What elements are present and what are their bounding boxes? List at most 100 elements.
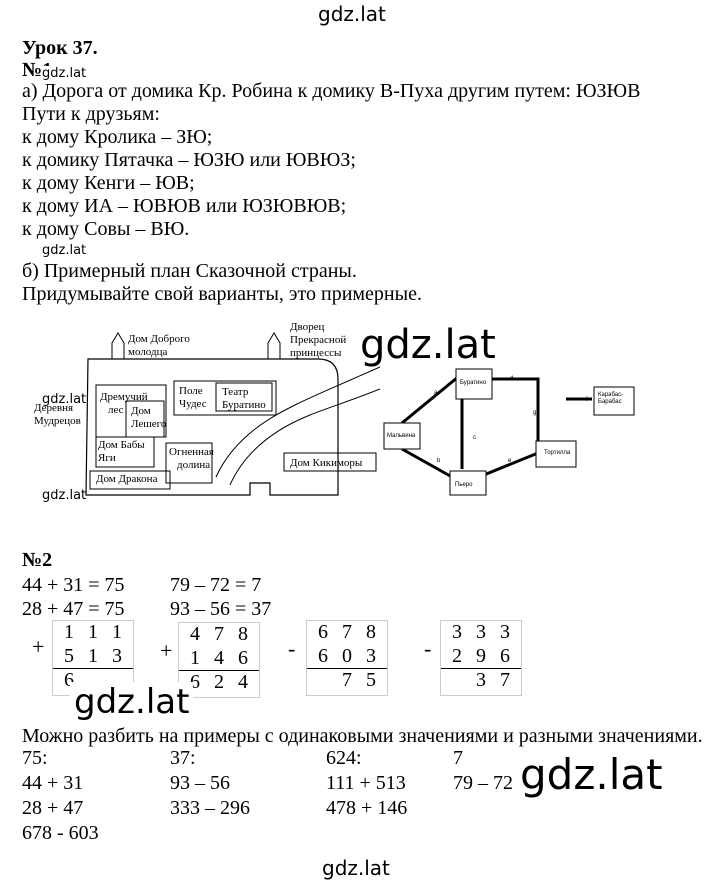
path-item: к дому Совы – ВЮ. xyxy=(22,218,190,240)
lesson-title: Урок 37. xyxy=(22,37,98,59)
digit-cell: 3 xyxy=(366,645,376,667)
fairy-land-plan xyxy=(85,332,380,496)
task1-intro: Пути к друзьям: xyxy=(22,103,160,125)
digit-cell: 7 xyxy=(342,621,352,643)
plan-dom-kikimory: Дом Кикиморы xyxy=(290,457,363,469)
digit-cell: 6 xyxy=(64,669,74,691)
digit-cell: 3 xyxy=(500,621,510,643)
watermark-bottom: gdz.lat xyxy=(322,856,390,880)
graph-edge-label: g xyxy=(533,410,537,416)
digit-cell: 5 xyxy=(366,669,376,691)
digit-cell: 6 xyxy=(190,671,200,693)
equation: 79 – 72 = 7 xyxy=(170,574,262,596)
task1-line-b2: Придумывайте свой варианты, это примерны… xyxy=(22,283,422,305)
path-item: к дому Кролика – ЗЮ; xyxy=(22,126,213,148)
task2-conclusion: Можно разбить на примеры с одинаковыми з… xyxy=(22,725,703,747)
digit-cell: 4 xyxy=(214,647,224,669)
digit-cell xyxy=(311,669,335,693)
operator-sign: - xyxy=(288,636,296,661)
digit-cell: 1 xyxy=(88,621,98,643)
digit-cell: 3 xyxy=(112,645,122,667)
digit-cell: 4 xyxy=(238,671,248,693)
digit-cell: 3 xyxy=(476,669,486,691)
watermark-small: gdz.lat xyxy=(42,243,87,258)
group-item: 28 + 47 xyxy=(22,797,84,819)
graph-node: Карабас-Барабас xyxy=(598,392,624,405)
graph-node: Пьеро xyxy=(455,482,473,488)
path-item: к домику Пятачка – ЮЗЮ или ЮВЮЗ; xyxy=(22,149,356,171)
equation: 28 + 47 = 75 xyxy=(22,598,125,620)
digit-cell: 8 xyxy=(238,623,248,645)
group-item: 79 – 72 xyxy=(453,772,513,794)
group-item: 44 + 31 xyxy=(22,772,84,794)
group-item: 111 + 513 xyxy=(326,772,406,794)
digit-cell: 3 xyxy=(476,621,486,643)
digit-cell xyxy=(445,669,469,693)
digit-cell: 2 xyxy=(452,645,462,667)
digit-cell: 4 xyxy=(190,623,200,645)
digit-cell: 7 xyxy=(342,669,352,691)
task1-line-b: б) Примерный план Сказочной страны. xyxy=(22,260,357,282)
group-head: 37: xyxy=(170,747,196,769)
equation: 93 – 56 = 37 xyxy=(170,598,272,620)
group-head: 624: xyxy=(326,747,362,769)
graph-node: Тортилла xyxy=(544,450,571,456)
group-item: 93 – 56 xyxy=(170,772,230,794)
digit-cell: 1 xyxy=(88,645,98,667)
path-item: к дому ИА – ЮВЮВ или ЮЗЮВЮВ; xyxy=(22,195,347,217)
digit-cell: 2 xyxy=(214,671,224,693)
digit-cell: 7 xyxy=(500,669,510,691)
watermark-top: gdz.lat xyxy=(318,2,386,26)
digit-cell: 9 xyxy=(476,645,486,667)
task1-line-a: а) Дорога от домика Кр. Робина к домику … xyxy=(22,80,641,102)
graph-edge-label: e xyxy=(508,458,512,464)
group-item: 333 – 296 xyxy=(170,797,250,819)
watermark-small: gdz.lat xyxy=(42,488,87,503)
graph-node: Мальвина xyxy=(387,433,416,439)
path-item: к дому Кенги – ЮВ; xyxy=(22,172,195,194)
group-item: 478 + 146 xyxy=(326,797,408,819)
digit-cell: 3 xyxy=(452,621,462,643)
watermark-small: gdz.lat xyxy=(42,392,87,407)
group-head: 75: xyxy=(22,747,48,769)
group-head: 7 xyxy=(453,747,463,769)
digit-cell: 1 xyxy=(64,621,74,643)
graph-edge-label: f xyxy=(586,397,588,403)
watermark-large: gdz.lat xyxy=(360,322,496,368)
operator-sign: + xyxy=(160,638,173,663)
equation: 44 + 31 = 75 xyxy=(22,574,125,596)
digit-cell: 1 xyxy=(190,647,200,669)
graph-edge-label: d xyxy=(510,376,514,382)
digit-cell: 5 xyxy=(64,645,74,667)
plan-dom-drakona: Дом Дракона xyxy=(96,473,158,485)
graph-node: Буратино xyxy=(460,380,487,386)
operator-sign: + xyxy=(32,634,45,659)
watermark-large: gdz.lat xyxy=(70,682,194,722)
graph-edge-label: b xyxy=(437,458,441,464)
graph-edge-label: a xyxy=(434,390,438,396)
graph-edge-label: c xyxy=(473,435,476,441)
digit-cell: 6 xyxy=(318,621,328,643)
digit-cell: 6 xyxy=(500,645,510,667)
watermark-small: gdz.lat xyxy=(42,66,87,81)
digit-cell: 1 xyxy=(112,621,122,643)
task2-number: №2 xyxy=(22,549,53,571)
group-item: 678 - 603 xyxy=(22,822,99,844)
watermark-large: gdz.lat xyxy=(516,750,667,799)
operator-sign: - xyxy=(424,636,432,661)
digit-cell: 7 xyxy=(214,623,224,645)
digit-cell: 6 xyxy=(318,645,328,667)
digit-cell: 8 xyxy=(366,621,376,643)
digit-cell: 6 xyxy=(238,647,248,669)
